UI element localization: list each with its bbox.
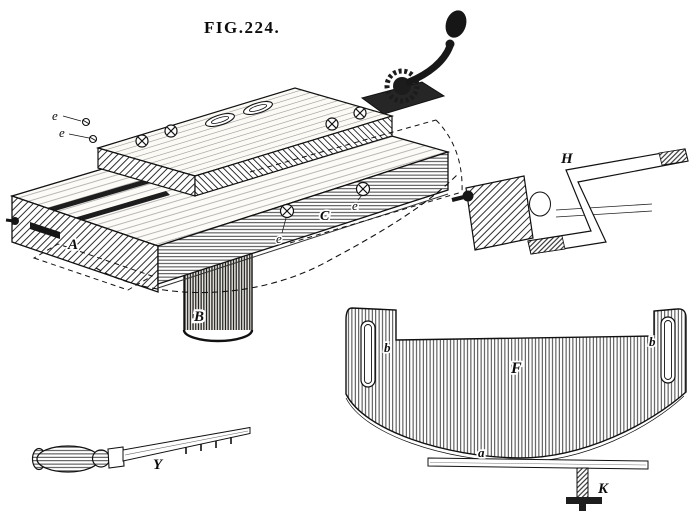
label-y-tool: Y (153, 457, 164, 473)
slot-b-right-inner (664, 320, 672, 380)
screw-slot (82, 119, 90, 125)
clamp-base-stub (579, 504, 586, 511)
oval-slot (243, 100, 273, 116)
screw-head (279, 203, 295, 219)
crank-knob (445, 10, 467, 38)
clamp-stem (576, 467, 589, 499)
oval-slot-inner (248, 104, 268, 112)
label-b-slot-left: b (384, 340, 391, 355)
label-a-edge: a (478, 445, 485, 460)
guide-line (555, 203, 653, 211)
dashed-curve (95, 173, 459, 294)
label-a-part: A (67, 237, 78, 253)
label-k-clamp: K (597, 481, 609, 497)
slide-oval-slots (205, 100, 273, 128)
column-b-bottom-arc (182, 329, 254, 343)
ferrule (107, 446, 125, 469)
table-front-face-c (157, 151, 449, 285)
label-e1: e (52, 108, 58, 123)
blade-midline (124, 430, 249, 456)
dashed-parallelogram (32, 243, 154, 291)
label-e4: e (352, 198, 358, 213)
crank-handle (405, 10, 467, 86)
t-slot-groove (44, 178, 154, 213)
oval-slot (205, 112, 235, 128)
table-end-face-a (11, 195, 159, 293)
dashed-outlines (32, 119, 463, 294)
label-h-part: H (560, 151, 574, 167)
h-end-cap (527, 235, 566, 255)
part-h-bracket (451, 148, 689, 255)
slot-b-left-inner (364, 324, 372, 384)
h-block (465, 175, 534, 251)
blade-teeth (185, 437, 232, 454)
bar-midline (429, 462, 647, 466)
upper-slide-front-face (194, 115, 393, 197)
oval-slot-inner (210, 116, 230, 124)
screw-head (164, 124, 178, 138)
blade (122, 426, 251, 462)
t-slot-groove (60, 191, 170, 226)
plate-f (345, 307, 687, 470)
crank-neck (445, 39, 455, 49)
handle-neck (91, 449, 111, 468)
screw-heads (135, 106, 371, 219)
gear-teeth (384, 68, 420, 104)
label-e2: e (59, 125, 65, 140)
handle-grip (36, 445, 100, 473)
label-b-slot-right: b (649, 334, 656, 349)
label-b-column: B (193, 309, 204, 325)
loose-screws (81, 117, 98, 144)
end-face-pin (11, 217, 19, 225)
dashed-arc (435, 119, 463, 193)
h-roller (529, 191, 551, 217)
figure-title: FIG.224. (204, 18, 280, 37)
end-face-pin-stem (5, 218, 15, 223)
screw-head (353, 106, 367, 120)
clamp-foot (566, 497, 602, 504)
front-face-rim (157, 193, 449, 289)
h-bolt-stem (451, 194, 469, 202)
screw-head (135, 134, 149, 148)
label-c-part: C (320, 209, 330, 224)
guide-line (555, 210, 653, 218)
slide-rest-apparatus (5, 10, 467, 343)
screw-head (355, 181, 371, 197)
screw-head (325, 117, 339, 131)
clamp-k (566, 467, 602, 511)
leader-lines (62, 115, 363, 234)
end-face-slot (30, 222, 60, 239)
h-end-cap (658, 148, 689, 166)
crank-arm (405, 42, 454, 86)
plate-f-body (345, 307, 687, 459)
screw-slot (89, 136, 97, 142)
label-f-plate: F (510, 360, 522, 377)
label-e3: e (276, 231, 282, 246)
screwdriver-y (31, 426, 251, 473)
figure-labels: FIG.224. e e e e A B C H F b b a K Y (51, 18, 658, 499)
dashed-line (289, 191, 463, 244)
